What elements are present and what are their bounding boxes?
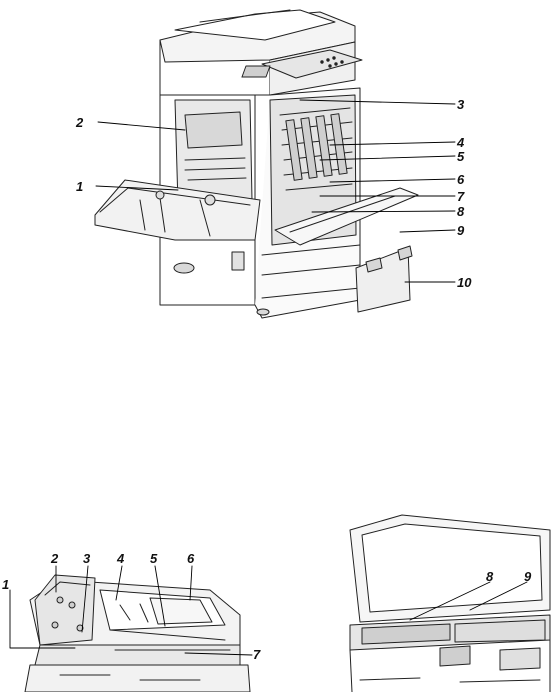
document-feeder-drawing xyxy=(25,575,250,692)
callout-1: 1 xyxy=(76,180,83,193)
callout-2: 2 xyxy=(76,116,83,129)
callout-bl-4: 4 xyxy=(117,552,124,565)
callout-8: 8 xyxy=(457,205,464,218)
scanner-glass-drawing xyxy=(350,515,550,692)
callout-10: 10 xyxy=(457,276,471,289)
callout-bl-6: 6 xyxy=(187,552,194,565)
callout-bl-5: 5 xyxy=(150,552,157,565)
callout-7: 7 xyxy=(457,190,464,203)
callout-br-8: 8 xyxy=(486,570,493,583)
printer-interior-drawing xyxy=(95,10,418,318)
callout-6: 6 xyxy=(457,173,464,186)
callout-bl-1: 1 xyxy=(2,578,9,591)
callout-5: 5 xyxy=(457,150,464,163)
callout-bl-3: 3 xyxy=(83,552,90,565)
callout-4: 4 xyxy=(457,136,464,149)
callout-bl-2: 2 xyxy=(51,552,58,565)
callout-bl-7: 7 xyxy=(253,648,260,661)
callout-9: 9 xyxy=(457,224,464,237)
callout-3: 3 xyxy=(457,98,464,111)
callout-br-9: 9 xyxy=(524,570,531,583)
